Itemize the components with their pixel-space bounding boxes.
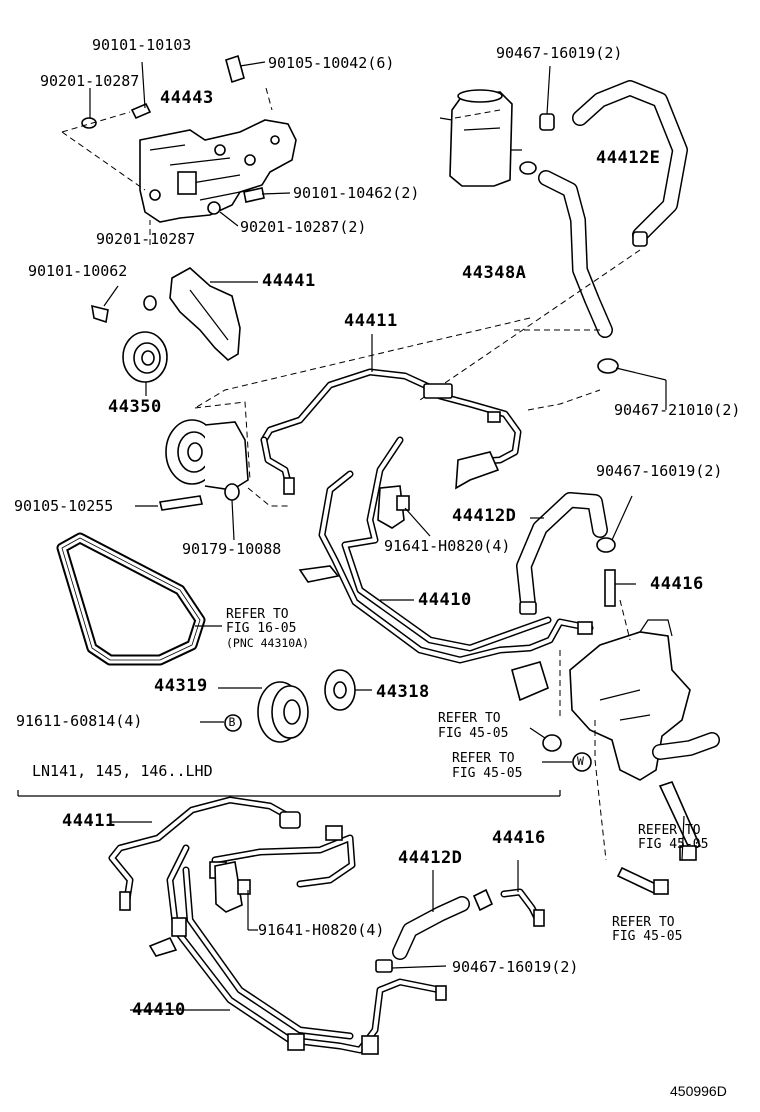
gasket-90179-10088 [224,483,240,501]
pulley-44319 [218,681,309,743]
label-refer-45-b-line2: FIG 45-05 [452,766,523,781]
bolt-90101-10103 [130,61,152,120]
bolt-refer-45-05-b [616,866,669,896]
nut-90201-10287 [81,88,97,129]
return-hose-44412D-bottom [392,870,470,960]
label-44412E: 44412E [596,148,661,168]
label-91611-60814: 91611-60814(4) [16,712,143,730]
washer-44318 [324,669,372,711]
label-44412D-mid: 44412D [452,506,517,526]
nut-90201-10287-2 [207,201,239,227]
pressure-hose-44411-top [260,334,522,495]
label-badge-w: W [577,754,584,768]
label-44412D-bottom: 44412D [398,848,463,868]
label-44416-mid: 44416 [650,574,704,594]
label-44348A: 44348A [462,263,527,283]
bolt-90105-10042 [225,54,266,84]
label-badge-b: B [228,715,236,729]
label-90105-10042: 90105-10042(6) [268,54,395,72]
union-44416-mid [604,569,636,607]
hose-44412E [572,80,688,243]
hose-44348A [538,170,613,338]
label-91641-H0820-bottom: 91641-H0820(4) [258,921,385,939]
reservoir-tank [439,89,522,187]
label-91641-H0820-mid: 91641-H0820(4) [384,537,511,555]
clamp-44412D-bottom [472,888,494,912]
label-refer-fig16-line3: (PNC 44310A) [226,636,310,650]
label-refer-45-c-line2: FIG 45-05 [638,837,709,852]
badge-w-circle [572,752,592,772]
clamp-reservoir [519,161,537,175]
label-refer-fig16-line1: REFER TO [226,607,289,622]
label-refer-45-a-line2: FIG 45-05 [438,726,509,741]
label-90179-10088: 90179-10088 [182,540,282,558]
label-44410-top: 44410 [418,590,472,610]
label-44350: 44350 [108,397,162,417]
clamp-44412E [632,231,648,247]
label-44411-bottom: 44411 [62,811,116,831]
clip-91641-H0820-bottom [214,861,258,931]
label-refer-45-c-line1: REFER TO [638,823,701,838]
bolt-90105-10255 [135,495,203,511]
bolt-90101-10462 [243,187,291,203]
label-44441: 44441 [262,271,316,291]
steering-gear-housing [569,619,720,781]
vane-pump [165,419,249,491]
idler-pulley-44350 [122,331,168,396]
union-44416-bottom [500,860,545,927]
label-44411-top: 44411 [344,311,398,331]
label-90105-10255: 90105-10255 [14,497,114,515]
pump-bracket-44443 [139,119,297,223]
label-refer-45-d-line2: FIG 45-05 [612,929,683,944]
label-refer-45-b-line1: REFER TO [452,751,515,766]
label-44443: 44443 [160,88,214,108]
label-90101-10062: 90101-10062 [28,262,128,280]
label-refer-45-d-line1: REFER TO [612,915,675,930]
label-44416-bottom: 44416 [492,828,546,848]
nut-90201-10287-b [143,295,157,311]
badge-b-circle [224,714,242,732]
clamp-90467-16019-bottom [375,959,393,973]
label-90201-10287-a: 90201-10287 [40,72,140,90]
clamp-90467-16019-mid [596,537,616,553]
pressure-tube-44410-top [298,436,594,702]
bolt-refer-45-05-a [658,781,702,861]
label-44319: 44319 [154,676,208,696]
label-90201-10287-b: 90201-10287 [96,230,196,248]
label-90467-16019-top: 90467-16019(2) [496,44,623,62]
clamp-44412D-mid-low [519,601,537,615]
pressure-hose-44411-bottom [108,796,301,911]
clip-91641-H0820 [377,485,431,537]
clamp-90467-21010 [597,358,619,374]
bolt-90101-10062 [91,285,119,324]
diagram-id: 450996D [670,1083,727,1099]
bracket-44441 [169,267,258,361]
label-44410-bottom: 44410 [132,1000,186,1020]
label-90101-10103: 90101-10103 [92,36,192,54]
label-refer-45-a-line1: REFER TO [438,711,501,726]
clamp-90467-16019-top [539,113,555,131]
label-90467-21010: 90467-21010(2) [614,401,741,419]
label-44318: 44318 [376,682,430,702]
label-90201-10287-2: 90201-10287(2) [240,218,367,236]
label-90101-10462: 90101-10462(2) [293,184,420,202]
return-hose-44412D-mid [516,492,608,612]
pressure-tube-44410-bottom [130,825,447,1055]
label-refer-fig16-line2: FIG 16-05 [226,621,297,636]
grommet-refer-45-05 [542,734,562,752]
label-90467-16019-mid: 90467-16019(2) [596,462,723,480]
label-90467-16019-bottom: 90467-16019(2) [452,958,579,976]
label-variant-note: LN141, 145, 146..LHD [32,762,213,780]
drive-belt [56,532,206,666]
